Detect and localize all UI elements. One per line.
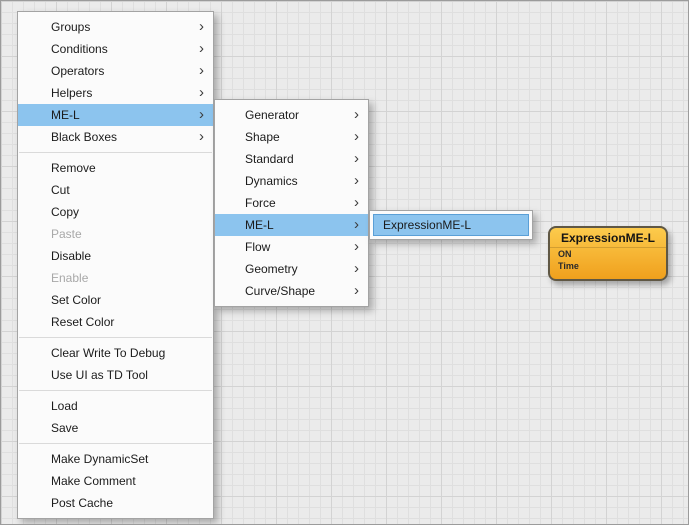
menu-item-label: Make Comment [51,474,136,488]
submenu-arrow-icon: › [354,128,359,145]
menu-item-label: Clear Write To Debug [51,346,166,360]
menu-item-label: Post Cache [51,496,114,510]
menu-item-label: Save [51,421,79,435]
submenu-me-l: Generator › Shape › Standard › Dynamics … [214,99,369,307]
menu-item-label: Standard [245,152,294,166]
menu-item-label: Cut [51,183,70,197]
submenu-arrow-icon: › [354,194,359,211]
submenu-item-geometry[interactable]: Geometry › [215,258,368,280]
menu-item-label: Flow [245,240,271,254]
submenu-item-dynamics[interactable]: Dynamics › [215,170,368,192]
menu-item-label: Load [51,399,78,413]
menu-separator [19,390,212,391]
menu-item-label: Geometry [245,262,298,276]
submenu-arrow-icon: › [354,260,359,277]
context-menu: Groups › Conditions › Operators › Helper… [17,11,214,519]
submenu-item-flow[interactable]: Flow › [215,236,368,258]
menu-item-label: Operators [51,64,105,78]
menu-item-label: ME-L [51,108,80,122]
submenu-arrow-icon: › [199,84,204,101]
menu-item-label: Force [245,196,276,210]
submenu-item-expressionme-l[interactable]: ExpressionME-L [373,214,529,236]
menu-item-conditions[interactable]: Conditions › [18,38,213,60]
menu-item-label: Use UI as TD Tool [51,368,148,382]
menu-item-label: Paste [51,227,82,241]
submenu-arrow-icon: › [354,150,359,167]
submenu-arrow-icon: › [354,172,359,189]
submenu-arrow-icon: › [199,18,204,35]
menu-item-load[interactable]: Load [18,395,213,417]
submenu-item-curve-shape[interactable]: Curve/Shape › [215,280,368,302]
menu-separator [19,337,212,338]
menu-separator [19,152,212,153]
menu-item-me-l[interactable]: ME-L › [18,104,213,126]
menu-item-save[interactable]: Save [18,417,213,439]
menu-item-label: Disable [51,249,92,263]
menu-item-remove[interactable]: Remove [18,157,213,179]
menu-item-label: Generator [245,108,300,122]
submenu-arrow-icon: › [199,106,204,123]
node-title: ExpressionME-L [550,228,666,248]
menu-item-label: Enable [51,271,89,285]
menu-item-label: Reset Color [51,315,115,329]
submenu-item-me-l[interactable]: ME-L › [215,214,368,236]
submenu-me-l-leaf: ExpressionME-L [369,210,533,240]
menu-item-use-ui-as-td-tool[interactable]: Use UI as TD Tool [18,364,213,386]
menu-item-set-color[interactable]: Set Color [18,289,213,311]
menu-item-label: ExpressionME-L [383,218,472,232]
menu-item-label: Curve/Shape [245,284,316,298]
menu-item-groups[interactable]: Groups › [18,16,213,38]
menu-item-label: Shape [245,130,280,144]
submenu-item-standard[interactable]: Standard › [215,148,368,170]
submenu-item-generator[interactable]: Generator › [215,104,368,126]
submenu-arrow-icon: › [199,40,204,57]
menu-item-label: Conditions [51,42,108,56]
node-param-time: Time [558,261,579,271]
menu-item-label: Black Boxes [51,130,118,144]
menu-item-label: Remove [51,161,96,175]
submenu-arrow-icon: › [199,128,204,145]
menu-item-helpers[interactable]: Helpers › [18,82,213,104]
menu-item-make-comment[interactable]: Make Comment [18,470,213,492]
menu-separator [19,443,212,444]
menu-item-black-boxes[interactable]: Black Boxes › [18,126,213,148]
node-param-on: ON [558,249,572,259]
submenu-arrow-icon: › [354,106,359,123]
menu-item-reset-color[interactable]: Reset Color [18,311,213,333]
submenu-arrow-icon: › [354,238,359,255]
submenu-item-force[interactable]: Force › [215,192,368,214]
submenu-arrow-icon: › [354,282,359,299]
menu-item-label: Dynamics [245,174,298,188]
menu-item-label: Set Color [51,293,102,307]
menu-item-label: ME-L [245,218,274,232]
menu-item-make-dynamicset[interactable]: Make DynamicSet [18,448,213,470]
menu-item-operators[interactable]: Operators › [18,60,213,82]
submenu-arrow-icon: › [354,216,359,233]
menu-item-label: Groups [51,20,91,34]
menu-item-cut[interactable]: Cut [18,179,213,201]
menu-item-label: Helpers [51,86,93,100]
menu-item-enable: Enable [18,267,213,289]
menu-item-label: Copy [51,205,80,219]
node-expressionme-l[interactable]: ExpressionME-L ON Time [548,226,668,281]
menu-item-label: Make DynamicSet [51,452,149,466]
menu-item-paste: Paste [18,223,213,245]
menu-item-disable[interactable]: Disable [18,245,213,267]
menu-item-copy[interactable]: Copy [18,201,213,223]
menu-item-clear-write-to-debug[interactable]: Clear Write To Debug [18,342,213,364]
menu-item-post-cache[interactable]: Post Cache [18,492,213,514]
submenu-arrow-icon: › [199,62,204,79]
submenu-item-shape[interactable]: Shape › [215,126,368,148]
